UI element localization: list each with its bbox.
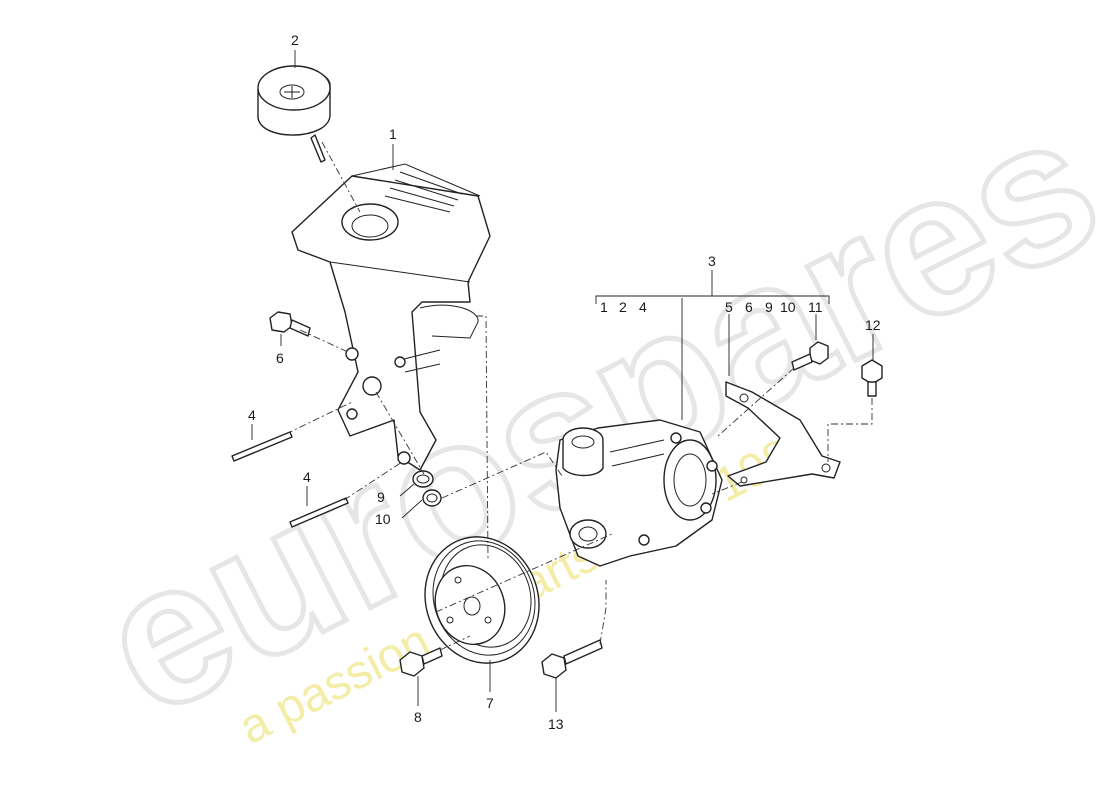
- seal-ring-part-9: [412, 470, 434, 488]
- callout-8: 8: [414, 709, 422, 725]
- kit-item-1: 1: [600, 299, 608, 315]
- kit-item-2: 2: [619, 299, 627, 315]
- seal-part-10: [422, 489, 442, 507]
- callout-labels: 2 1 6 4 4 9 10 7 8 13 12 3 1 2 4 5 6 9 1…: [248, 32, 881, 732]
- callout-4-upper: 4: [248, 407, 256, 423]
- callout-9: 9: [377, 489, 385, 505]
- kit-item-4: 4: [639, 299, 647, 315]
- pulley: [424, 536, 540, 664]
- pin-part-4-upper: [231, 431, 293, 462]
- reservoir: [291, 163, 491, 471]
- kit-item-10: 10: [780, 299, 796, 315]
- kit-item-6: 6: [745, 299, 753, 315]
- assembly-lines: [285, 141, 873, 651]
- callout-leaders: [251, 50, 874, 712]
- bolt-part-12: [861, 359, 883, 397]
- callout-4-lower: 4: [303, 469, 311, 485]
- bolt-part-13: [541, 639, 603, 679]
- callout-6: 6: [276, 350, 284, 366]
- kit-item-11: 11: [808, 299, 823, 315]
- kit-item-5: 5: [725, 299, 733, 315]
- kit-item-9: 9: [765, 299, 773, 315]
- bolt-part-11: [791, 341, 829, 371]
- reservoir-cap: [257, 65, 331, 163]
- power-steering-pump: [555, 419, 723, 567]
- bolt-part-8: [399, 647, 443, 677]
- callout-12: 12: [865, 317, 881, 333]
- callout-10: 10: [375, 511, 391, 527]
- bolt-part-6: [269, 311, 311, 337]
- callout-1: 1: [389, 126, 397, 142]
- callout-2: 2: [291, 32, 299, 48]
- mounting-bracket: [725, 381, 841, 487]
- callout-7: 7: [486, 695, 494, 711]
- callout-3: 3: [708, 253, 716, 269]
- callout-13: 13: [548, 716, 564, 732]
- pin-part-4-lower: [289, 497, 349, 528]
